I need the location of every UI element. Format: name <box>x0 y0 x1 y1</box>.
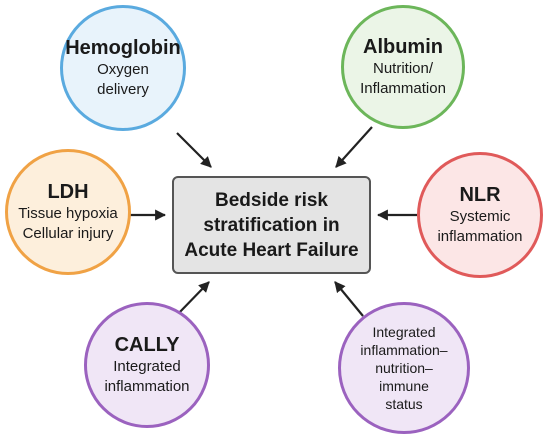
node-cally-title: CALLY <box>114 334 180 356</box>
arrow-albumin-to-center <box>335 126 373 168</box>
node-integrated-status: Integrated inflammation– nutrition– immu… <box>338 302 470 434</box>
node-hemoglobin-title: Hemoglobin <box>65 37 181 59</box>
node-nlr: NLR Systemic inflammation <box>417 152 543 278</box>
node-albumin-description: Nutrition/ Inflammation <box>360 60 446 97</box>
node-ldh-description: Tissue hypoxia Cellular injury <box>18 205 118 242</box>
central-box-risk-stratification: Bedside risk stratification in Acute Hea… <box>172 176 371 274</box>
central-box-label: Bedside risk stratification in Acute Hea… <box>184 189 359 261</box>
arrow-cally-to-center <box>175 281 210 317</box>
arrow-integrated-to-center <box>334 281 364 317</box>
node-ldh: LDH Tissue hypoxia Cellular injury <box>5 149 131 275</box>
node-hemoglobin-description: Oxygen delivery <box>97 61 149 98</box>
node-nlr-description: Systemic inflammation <box>437 208 523 245</box>
node-cally-description: Integrated inflammation <box>104 358 190 395</box>
node-albumin: Albumin Nutrition/ Inflammation <box>341 5 465 129</box>
node-albumin-title: Albumin <box>363 36 443 58</box>
node-nlr-title: NLR <box>459 184 501 206</box>
arrow-hemoglobin-to-center <box>176 132 212 168</box>
node-cally: CALLY Integrated inflammation <box>84 302 210 428</box>
node-ldh-title: LDH <box>47 181 89 203</box>
node-hemoglobin: Hemoglobin Oxygen delivery <box>60 5 186 131</box>
node-integrated-status-description: Integrated inflammation– nutrition– immu… <box>360 324 448 412</box>
